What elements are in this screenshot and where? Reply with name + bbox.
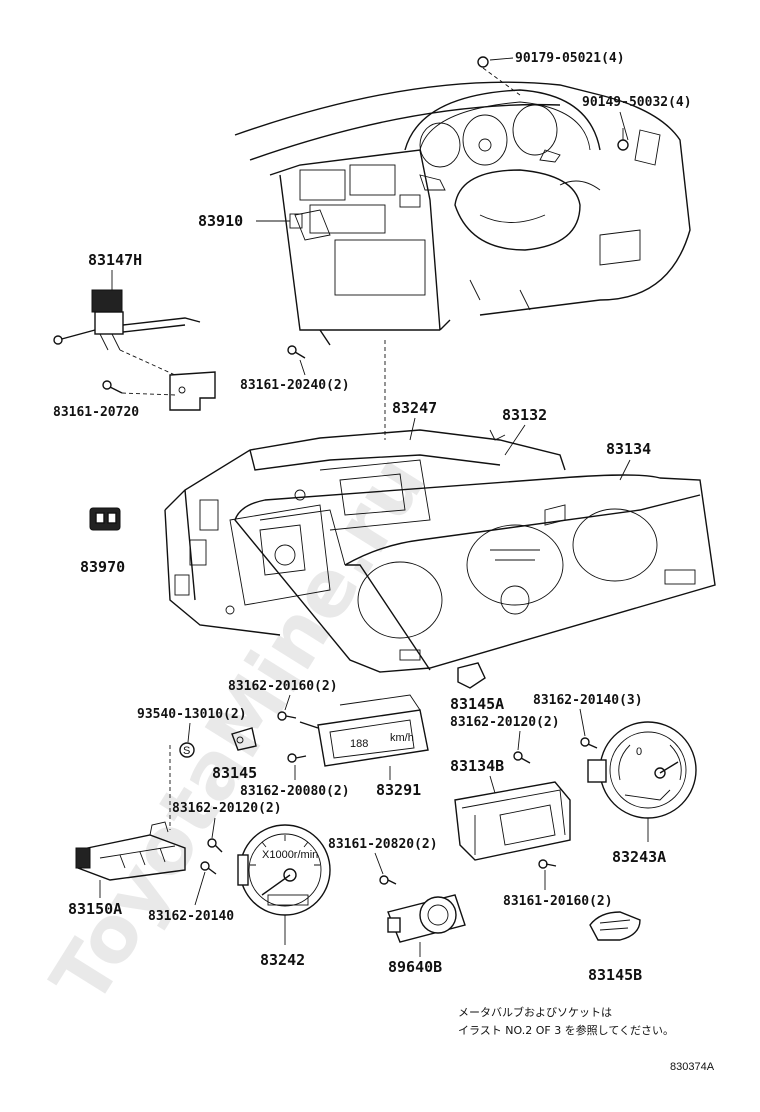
label-83247: 83247 — [392, 399, 437, 417]
label-83132: 83132 — [502, 406, 547, 424]
sensor-89640B — [387, 894, 466, 943]
screw-83161-20160 — [538, 859, 557, 869]
connector-83150A — [75, 821, 186, 881]
screw-83162-20120-b — [207, 838, 223, 853]
screw-83161-20820 — [379, 875, 397, 885]
label-83162-20140-3: 83162-20140(3) — [533, 693, 643, 708]
svg-text:X1000r/min: X1000r/min — [262, 849, 318, 861]
note-line-2: イラスト NO.2 OF 3 を参照してください。 — [458, 1023, 674, 1037]
screw-83162-20120-a — [513, 751, 531, 764]
screw-83162-20080 — [287, 753, 307, 763]
label-83161-20160: 83161-20160(2) — [503, 894, 613, 909]
screw-83161-20720 — [102, 380, 123, 394]
label-83145A: 83145A — [450, 695, 504, 713]
svg-text:0: 0 — [636, 746, 642, 758]
label-83161-20720: 83161-20720 — [53, 405, 139, 420]
label-83162-20160: 83162-20160(2) — [228, 679, 338, 694]
display-83291: 188 km/h — [299, 694, 429, 767]
plate-83145B — [589, 911, 641, 941]
label-83134: 83134 — [606, 440, 651, 458]
bracket-83147H — [169, 371, 216, 411]
screw-83161-20240 — [287, 345, 306, 359]
plate-83145 — [231, 727, 257, 751]
label-83291: 83291 — [376, 781, 421, 799]
switch-83147H — [53, 289, 201, 351]
lens-83134B — [454, 781, 571, 861]
label-83161-20820: 83161-20820(2) — [328, 837, 438, 852]
label-83161-20240: 83161-20240(2) — [240, 378, 350, 393]
cluster-lens-83134 — [234, 474, 716, 673]
label-90179-05021: 90179-05021(4) — [515, 51, 625, 66]
label-93540-13010: 93540-13010(2) — [137, 707, 247, 722]
reference-code: 830374A — [670, 1061, 715, 1073]
label-83162-20140: 83162-20140 — [148, 909, 234, 924]
label-83910: 83910 — [198, 212, 243, 230]
svg-text:km/h: km/h — [390, 732, 414, 744]
label-83162-20080: 83162-20080(2) — [240, 784, 350, 799]
clip-90179 — [477, 56, 489, 68]
screw-83162-20140-3 — [580, 737, 598, 749]
label-83970: 83970 — [80, 558, 125, 576]
label-83242: 83242 — [260, 951, 305, 969]
label-83150A: 83150A — [68, 900, 122, 918]
label-83243A: 83243A — [612, 848, 666, 866]
screw-83162-20140 — [200, 861, 217, 875]
tachometer-83242: X1000r/min — [237, 824, 331, 916]
note-line-1: メータバルブおよびソケットは — [458, 1005, 612, 1019]
dashboard-illustration — [234, 81, 691, 346]
washer-93540-13010: S — [179, 742, 195, 758]
label-90149-50032: 90149-50032(4) — [582, 95, 692, 110]
label-89640B: 89640B — [388, 958, 442, 976]
label-83145: 83145 — [212, 764, 257, 782]
label-83147H: 83147H — [88, 251, 142, 269]
plate-83145A — [457, 662, 486, 689]
speedometer-83243A: 0 — [587, 721, 697, 819]
screw-90149 — [617, 128, 629, 151]
label-83134B: 83134B — [450, 757, 504, 775]
label-83162-20120-a: 83162-20120(2) — [450, 715, 560, 730]
connector-83970 — [89, 507, 121, 531]
svg-text:S: S — [183, 745, 190, 757]
screw-83162-20160 — [277, 711, 297, 721]
svg-text:188: 188 — [350, 738, 368, 750]
cluster-case-83247 — [164, 429, 566, 636]
label-83162-20120-b: 83162-20120(2) — [172, 801, 282, 816]
label-83145B: 83145B — [588, 966, 642, 984]
